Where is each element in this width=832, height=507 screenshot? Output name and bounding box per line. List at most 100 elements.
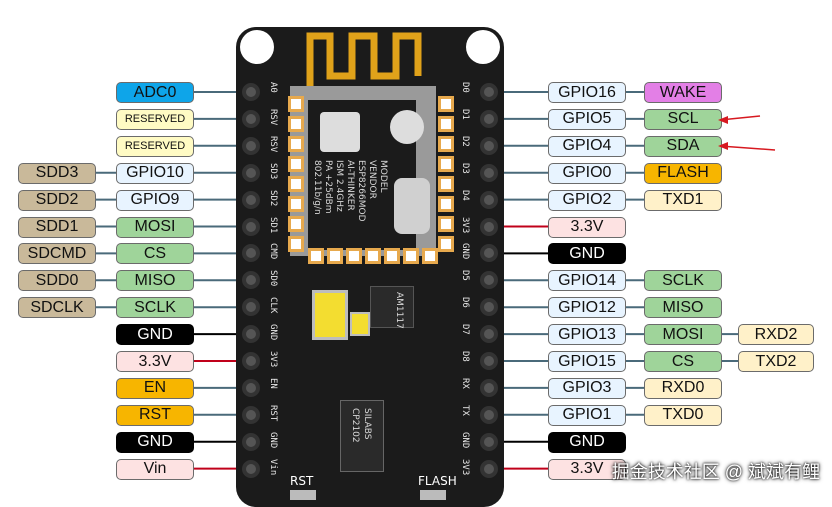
rst-button[interactable] <box>290 490 316 500</box>
left-pin-function-label: GPIO10 <box>116 162 194 184</box>
left-pin-function-label: 3.3V <box>116 351 194 372</box>
right-pin-function-label: SDA <box>644 135 722 157</box>
right-pin-function-label: FLASH <box>644 162 722 184</box>
left-header-pin <box>242 459 260 478</box>
left-sd-function-label: SDD1 <box>18 216 96 238</box>
module-pad <box>422 248 438 264</box>
module-pad <box>438 136 454 152</box>
right-pin-gpio-label: GPIO1 <box>548 404 626 426</box>
left-sd-function-label: SDCMD <box>18 243 96 265</box>
module-pad <box>438 176 454 192</box>
left-pin-function-label: EN <box>116 377 194 399</box>
left-header-pin <box>242 405 260 424</box>
left-header-pin <box>242 432 260 451</box>
right-header-pin <box>480 459 498 478</box>
module-pad <box>288 136 304 152</box>
module-pad <box>346 248 362 264</box>
right-pin-gpio-label: GPIO15 <box>548 351 626 372</box>
left-pin-function-label: MOSI <box>116 216 194 238</box>
left-pin-function-label: GND <box>116 431 194 453</box>
module-pad <box>365 248 381 264</box>
mount-hole-top-left <box>240 30 274 64</box>
right-header-pin <box>480 432 498 451</box>
right-pin-function-label: CS <box>644 351 722 372</box>
module-pad <box>288 116 304 132</box>
left-header-pin <box>242 109 260 128</box>
regulator-chip <box>370 286 414 328</box>
flash-button-label: FLASH <box>418 474 457 488</box>
mount-hole-top-right <box>466 30 500 64</box>
left-pin-function-label: RST <box>116 404 194 426</box>
left-header-pin <box>242 136 260 155</box>
right-pin-extra-label: RXD2 <box>738 324 814 346</box>
left-pin-function-label: SCLK <box>116 297 194 319</box>
right-header-pin <box>480 163 498 182</box>
left-header-pin <box>242 271 260 290</box>
left-header-pin <box>242 190 260 209</box>
module-pad <box>438 196 454 212</box>
right-pin-function-label: RXD0 <box>644 377 722 399</box>
right-pin-gpio-label: GPIO16 <box>548 82 626 103</box>
right-header-pin <box>480 190 498 209</box>
left-pin-function-label: RESERVED <box>116 108 194 130</box>
right-pin-function-label: TXD0 <box>644 404 722 426</box>
pcb-antenna-icon <box>306 32 422 88</box>
right-pin-function-label: TXD1 <box>644 189 722 211</box>
left-pin-function-label: CS <box>116 243 194 265</box>
module-pad <box>403 248 419 264</box>
module-pad <box>288 196 304 212</box>
left-sd-function-label: SDD0 <box>18 270 96 292</box>
right-pin-function-label: WAKE <box>644 82 722 103</box>
right-header-pin <box>480 136 498 155</box>
right-header-pin <box>480 325 498 344</box>
left-sd-function-label: SDD2 <box>18 189 96 211</box>
right-pin-gpio-label: GPIO5 <box>548 108 626 130</box>
left-header-pin <box>242 325 260 344</box>
module-pad <box>308 248 324 264</box>
right-pin-function-label: SCL <box>644 108 722 130</box>
module-pad <box>438 236 454 252</box>
right-pin-gpio-label: GPIO3 <box>548 377 626 399</box>
right-pin-gpio-label: GPIO13 <box>548 324 626 346</box>
left-header-pin <box>242 163 260 182</box>
right-pin-gpio-label: GPIO12 <box>548 297 626 319</box>
right-header-pin <box>480 405 498 424</box>
left-pin-function-label: RESERVED <box>116 135 194 157</box>
right-header-pin <box>480 109 498 128</box>
module-pad <box>288 176 304 192</box>
module-pad <box>438 116 454 132</box>
module-pad <box>384 248 400 264</box>
vendor-globe-logo <box>390 110 424 144</box>
left-sd-function-label: SDCLK <box>18 297 96 319</box>
right-header-pin <box>480 378 498 397</box>
right-header-pin <box>480 271 498 290</box>
module-pad <box>288 236 304 252</box>
right-header-pin <box>480 83 498 101</box>
watermark-text: 掘金技术社区 @ 斌斌有鲤 <box>611 462 820 482</box>
flash-button[interactable] <box>420 490 446 500</box>
module-pad <box>438 216 454 232</box>
module-pad <box>438 156 454 172</box>
left-pin-function-label: ADC0 <box>116 82 194 103</box>
module-pad <box>288 96 304 112</box>
right-pin-gpio-label: GND <box>548 243 626 265</box>
right-pin-gpio-label: GPIO4 <box>548 135 626 157</box>
right-pin-function-label: SCLK <box>644 270 722 292</box>
right-pin-extra-label: TXD2 <box>738 351 814 372</box>
right-pin-function-label: MISO <box>644 297 722 319</box>
module-pad <box>438 96 454 112</box>
left-header-pin <box>242 83 260 101</box>
right-pin-gpio-label: GPIO2 <box>548 189 626 211</box>
capacitor-icon <box>312 290 348 340</box>
module-pad <box>327 248 343 264</box>
right-header-pin <box>480 244 498 263</box>
module-pad <box>288 156 304 172</box>
left-sd-function-label: SDD3 <box>18 162 96 184</box>
right-header-pin <box>480 352 498 370</box>
left-header-pin <box>242 244 260 263</box>
left-pin-function-label: GND <box>116 324 194 346</box>
right-header-pin <box>480 298 498 317</box>
right-pin-function-label: MOSI <box>644 324 722 346</box>
rst-button-label: RST <box>290 474 314 488</box>
